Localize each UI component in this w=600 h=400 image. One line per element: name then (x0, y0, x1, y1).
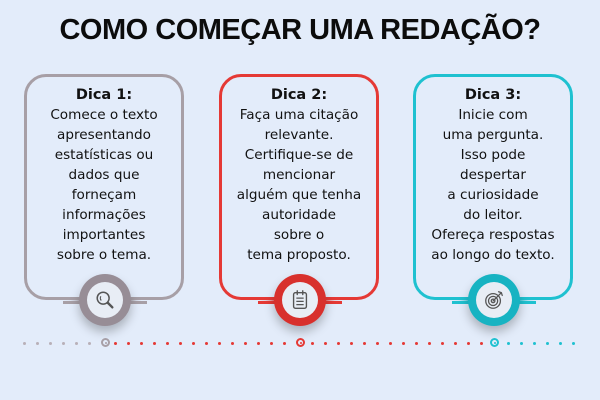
tip-body: Comece o texto apresentando estatísticas… (50, 107, 158, 263)
search-icon (96, 291, 114, 309)
timeline-marker-3 (490, 338, 499, 347)
tip-card-1: Dica 1: Comece o texto apresentando esta… (24, 74, 184, 300)
icon-badge-2 (274, 274, 326, 326)
timeline-marker-1 (101, 338, 110, 347)
icon-badge-3 (468, 274, 520, 326)
tip-heading: Dica 1: (75, 87, 133, 103)
tip-body: Faça uma citação relevante. Certifique-s… (236, 107, 362, 263)
target-icon (485, 291, 503, 309)
tip-body: Inicie com uma pergunta. Isso pode despe… (431, 107, 555, 263)
tip-card-2: Dica 2: Faça uma citação relevante. Cert… (219, 74, 379, 300)
tip-card-3: Dica 3: Inicie com uma pergunta. Isso po… (413, 74, 573, 300)
tip-heading: Dica 3: (464, 87, 522, 103)
icon-badge-1 (79, 274, 131, 326)
page-title: COMO COMEÇAR UMA REDAÇÃO? (59, 14, 541, 46)
tip-heading: Dica 2: (270, 87, 328, 103)
timeline (0, 338, 600, 347)
timeline-marker-2 (296, 338, 305, 347)
notepad-icon (292, 290, 308, 309)
